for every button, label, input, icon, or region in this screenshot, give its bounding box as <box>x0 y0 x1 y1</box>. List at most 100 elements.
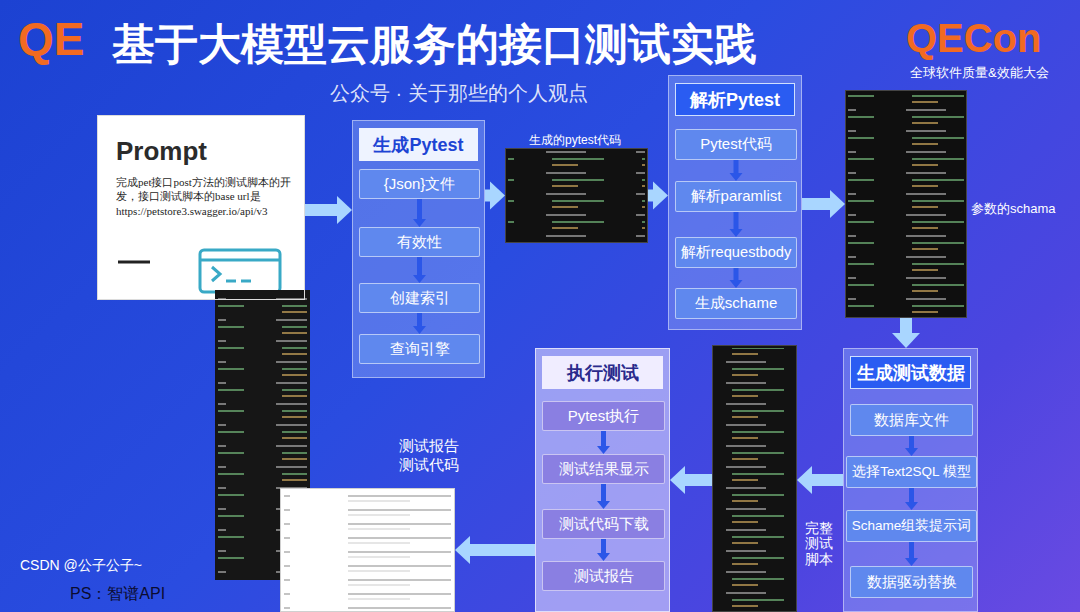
process-step: 数据驱动替换 <box>850 566 973 598</box>
arrow-shaft <box>734 160 739 173</box>
node-heading: 查询引擎 <box>390 340 450 359</box>
panel-fill <box>843 348 978 612</box>
flow-arrow <box>905 436 918 456</box>
process-panel: 生成测试数据数据库文件选择Text2SQL 模型Schame组装提示词数据驱动替… <box>843 348 978 612</box>
code-screenshot-fill <box>505 148 648 243</box>
code-screenshot: 完整 测试 脚本 <box>712 345 797 612</box>
arrow-head <box>597 553 610 561</box>
node-heading: 数据库文件 <box>874 411 949 430</box>
process-panel: 解析PytestPytest代码解析paramlist解析requestbody… <box>668 75 802 330</box>
process-step: {Json}文件 <box>359 169 480 199</box>
arrow-shaft <box>601 539 606 553</box>
node-heading: 解析paramlist <box>691 187 782 206</box>
report-screenshot-fill <box>280 488 455 612</box>
flow-arrow <box>597 484 610 509</box>
process-step: 解析requestbody <box>675 237 798 268</box>
arrow-head <box>653 182 668 210</box>
terminal-icon <box>241 280 251 283</box>
node-heading: 测试结果显示 <box>559 460 649 479</box>
arrow-shaft <box>802 198 830 210</box>
node-heading: 完整 测试 脚本 <box>805 521 837 567</box>
arrow-shaft <box>305 204 337 216</box>
flow-arrow <box>455 536 535 564</box>
arrow-head <box>597 446 610 454</box>
flow-arrow <box>648 182 668 210</box>
watermark: CSDN @公子公子~ <box>20 556 142 575</box>
code-lines <box>715 348 794 610</box>
panel-fill <box>668 75 802 330</box>
arrow-shaft <box>485 190 490 202</box>
process-step: 测试报告 <box>542 561 665 591</box>
node-heading: 生成schame <box>695 294 778 313</box>
process-step: 数据库文件 <box>850 404 973 436</box>
process-step: 解析paramlist <box>675 181 797 212</box>
code-screenshot-fill <box>845 90 967 318</box>
flow-arrow <box>413 199 426 227</box>
report-screenshot: 测试报告 测试代码 <box>280 488 455 612</box>
code-lines <box>848 93 964 315</box>
process-step: Schame组装提示词 <box>846 510 978 542</box>
flow-arrow <box>892 318 920 348</box>
arrow-shaft <box>909 488 914 502</box>
arrow-shaft <box>470 544 535 556</box>
arrow-head <box>905 502 918 510</box>
arrow-head <box>337 196 352 224</box>
node-heading: {Json}文件 <box>384 175 456 194</box>
arrow-shaft <box>601 431 606 446</box>
process-step: 选择Text2SQL 模型 <box>846 456 977 488</box>
panel-fill <box>535 348 670 612</box>
arrow-head <box>905 558 918 566</box>
arrow-head <box>490 182 505 210</box>
node-heading: 执行测试 <box>542 356 663 389</box>
arrow-shaft <box>909 542 914 558</box>
flow-arrow <box>305 196 352 224</box>
process-step: 测试代码下载 <box>542 509 665 539</box>
node-heading: 测试报告 测试代码 <box>399 437 464 475</box>
prompt-card-fill <box>97 115 305 300</box>
process-step: 创建索引 <box>359 283 480 313</box>
arrow-shaft <box>417 199 422 219</box>
arrow-head <box>413 326 426 334</box>
arrow-head <box>670 466 685 494</box>
flow-arrow <box>905 488 918 510</box>
arrow-shaft <box>601 484 606 501</box>
node-heading: 创建索引 <box>390 289 450 308</box>
brand-subtitle: 全球软件质量&效能大会 <box>910 63 1049 82</box>
node-heading: 生成Pytest <box>359 128 478 161</box>
arrow-shaft <box>900 318 912 333</box>
process-panel: 执行测试Pytest执行测试结果显示测试代码下载测试报告 <box>535 348 670 612</box>
arrow-head <box>797 466 812 494</box>
terminal-icon <box>200 250 280 292</box>
arrow-head <box>455 536 470 564</box>
node-heading: 测试代码下载 <box>559 515 649 534</box>
arrow-head <box>730 173 743 181</box>
arrow-head <box>413 219 426 227</box>
flow-arrow <box>797 466 843 494</box>
node-text: 完成pet接口post方法的测试脚本的开发，接口测试脚本的base url是 h… <box>116 175 294 218</box>
panel-fill <box>352 120 485 378</box>
node-heading: Schame组装提示词 <box>852 517 972 535</box>
footnote: PS：智谱API <box>70 585 165 602</box>
arrow-head <box>830 190 845 218</box>
node-heading: 选择Text2SQL 模型 <box>852 463 971 481</box>
flow-arrow <box>670 466 712 494</box>
brand-logo: QECon <box>906 16 1042 61</box>
arrow-shaft <box>812 474 843 486</box>
terminal-icon <box>212 267 220 281</box>
dash-mark <box>118 261 150 264</box>
watermark: CSDN @公子公子~ <box>20 557 142 573</box>
report-lines <box>284 492 451 610</box>
flow-arrow <box>905 542 918 566</box>
node-heading: 测试报告 <box>574 567 634 586</box>
arrow-shaft <box>734 212 739 229</box>
arrow-head <box>730 229 743 237</box>
node-heading: 生成的pytest代码 <box>529 132 621 149</box>
node-heading: 解析Pytest <box>675 83 795 116</box>
flow-arrow <box>413 257 426 283</box>
brand-subtitle: 全球软件质量&效能大会 <box>910 65 1049 80</box>
prompt-card: Prompt完成pet接口post方法的测试脚本的开发，接口测试脚本的base … <box>97 115 305 300</box>
node-heading: 数据驱动替换 <box>867 573 957 592</box>
code-screenshot: 生成的pytest代码 <box>505 148 648 243</box>
flow-arrow <box>802 190 845 218</box>
